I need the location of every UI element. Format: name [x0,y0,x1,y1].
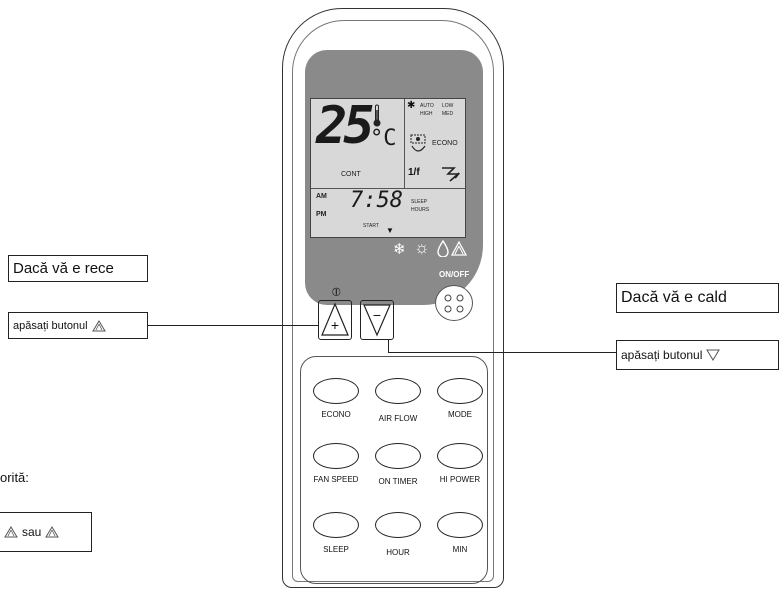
auto-mode-icon [91,319,106,331]
pm-label: PM [316,211,327,218]
time-readout: 7:58 [350,188,403,213]
callout-cold-title-text: Dacă vă e rece [13,260,114,277]
callout-cold-connector [148,325,318,326]
cool-snowflake-icon: ❄ [393,241,406,258]
temp-up-button[interactable]: + [318,300,352,340]
callout-partial-box: sau [0,512,92,552]
econo-button[interactable] [313,378,359,404]
econo-lcd-label: ECONO [432,140,458,147]
partial-box-text: sau [22,525,42,539]
auto-mode-icon [45,526,60,538]
callout-warm-connector-vertical [388,340,389,352]
callout-warm-action-text: apăsați butonul [621,348,703,362]
callout-cold-title: Dacă vă e rece [8,255,148,282]
onoff-label: ON/OFF [439,270,470,279]
lcd-divider-horizontal [311,188,465,189]
callout-warm-title-text: Dacă vă e cald [621,289,727,306]
triangle-down-icon [706,349,721,361]
lcd-screen [310,98,466,238]
airflow-button[interactable] [375,378,421,404]
mode-button[interactable] [437,378,483,404]
temperature-setting-icon: ⦶ [332,285,341,299]
callout-cold-action: apăsați butonul [8,312,148,339]
dry-drop-icon [437,240,449,257]
partial-caption: orită: [0,470,29,485]
callout-warm-action: apăsați butonul [616,340,779,370]
callout-cold-action-text: apăsați butonul [13,319,88,332]
minus-symbol: − [372,307,382,323]
hour-button[interactable] [375,512,421,538]
airflow-swing-icon [442,167,461,182]
thermometer-icon [373,104,381,127]
fan-auto-label: AUTO [420,103,434,109]
auto-mode-icon [4,526,18,538]
hipower-button-label: HI POWER [439,475,481,484]
temperature-unit: °C [370,126,397,151]
sleep-lcd-label: SLEEP [411,199,428,205]
min-button-label: MIN [452,545,468,554]
fan-high-label: HIGH [420,111,433,117]
fraction-label: 1/f [408,167,420,178]
auto-mode-icon [451,241,467,256]
fan-low-label: LOW [442,103,454,109]
cont-label: CONT [341,171,361,178]
temp-down-button[interactable]: − [360,300,394,340]
plus-symbol: + [330,317,340,333]
button-grid-area [300,356,488,584]
ontimer-button[interactable] [375,443,421,469]
econo-person-icon [410,134,426,152]
fanspeed-button[interactable] [313,443,359,469]
min-button[interactable] [437,512,483,538]
callout-warm-connector [388,352,616,353]
sleep-button-label: SLEEP [323,545,349,554]
lcd-divider-vertical [404,99,405,189]
airflow-button-label: AIR FLOW [378,414,418,423]
am-label: AM [316,193,327,200]
ontimer-button-label: ON TIMER [378,477,418,486]
econo-button-label: ECONO [321,410,351,419]
hipower-button[interactable] [437,443,483,469]
timer-pointer-icon: ▼ [386,226,394,235]
heat-sun-icon: ☼ [414,238,430,257]
callout-warm-title: Dacă vă e cald [616,283,779,313]
fan-icon: ✱ [407,100,416,111]
onoff-button[interactable] [435,285,473,321]
sleep-button[interactable] [313,512,359,538]
hour-button-label: HOUR [386,548,410,557]
start-lcd-label: START [363,223,379,229]
remote-inner-outline [292,20,494,582]
temperature-readout: 25 [316,96,375,156]
hours-lcd-label: HOURS [411,207,430,213]
fanspeed-button-label: FAN SPEED [313,475,359,484]
mode-button-label: MODE [448,410,472,419]
fan-med-label: MED [442,111,454,117]
